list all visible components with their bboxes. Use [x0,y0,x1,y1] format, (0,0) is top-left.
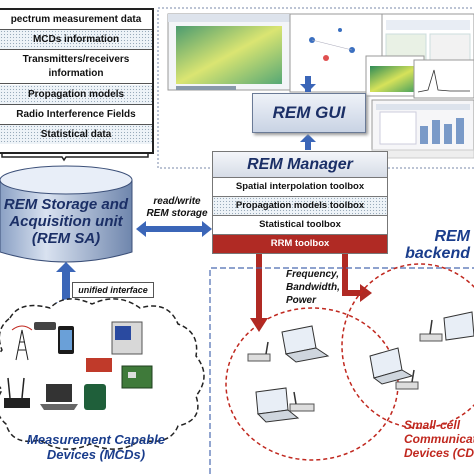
read-write-arrow [136,221,212,237]
rrm-toolbox: RRM toolbox [212,234,388,254]
read-write-line1: read/write [153,196,201,207]
cd-devices [247,311,474,423]
frequency-line: Frequency, [286,269,339,280]
data-item-spectrum: pectrum measurement data [0,10,152,30]
rem-data-list: pectrum measurement data MCDs informatio… [0,8,154,154]
data-item-interference: Radio Interference Fields [0,105,152,125]
unified-interface-label: unified interface [72,282,154,298]
bandwidth-line: Bandwidth, [286,282,340,293]
gui-manager-arrow [300,76,316,150]
mcd-cloud [0,298,205,450]
mcd-label: Measurement Capable Devices (MCDs) [6,432,186,462]
cd-label: Small-cell Communicati Devices (CD [404,418,474,460]
rem-backend-line2: backend [405,245,470,262]
unified-interface-arrow [56,262,76,312]
rem-gui-box: REM GUI [252,93,366,133]
rem-backend-label: REM backend [404,228,474,262]
propagation-models-toolbox: Propagation models toolbox [212,196,388,216]
data-item-transmitters: Transmitters/receivers information [0,50,152,84]
cd-line2: Communicati [404,432,474,446]
rrm-arrows [250,254,372,332]
data-list-bracket [1,152,149,162]
spatial-interpolation-toolbox: Spatial interpolation toolbox [212,177,388,197]
mcd-line2: Devices (MCDs) [46,447,146,462]
rem-sa-line1: REM Storage and [3,196,129,213]
rem-sa-cylinder [0,165,133,263]
frequency-params-label: Frequency, Bandwidth, Power [286,268,346,307]
gui-screenshots-collage [167,13,474,159]
read-write-line2: REM storage [146,208,208,219]
rem-manager-title: REM Manager [212,151,388,179]
power-line: Power [286,295,317,306]
rem-sa-line2: Acquisition unit [9,213,123,230]
rem-sa-label: REM Storage and Acquisition unit (REM SA… [0,196,132,247]
backend-boundary [209,267,474,474]
cd-line1: Small-cell [404,418,461,432]
mcd-line1: Measurement Capable [27,432,165,447]
cd-line3: Devices (CD [404,446,474,460]
data-item-propagation: Propagation models [0,85,152,105]
rem-backend-line1: REM [434,228,470,245]
data-item-mcds: MCDs information [0,30,152,50]
data-item-statistical: Statistical data [0,125,152,144]
rem-sa-line3: (REM SA) [31,230,101,247]
mcd-devices [4,321,153,410]
read-write-label: read/write REM storage [140,196,214,220]
statistical-toolbox: Statistical toolbox [212,215,388,235]
